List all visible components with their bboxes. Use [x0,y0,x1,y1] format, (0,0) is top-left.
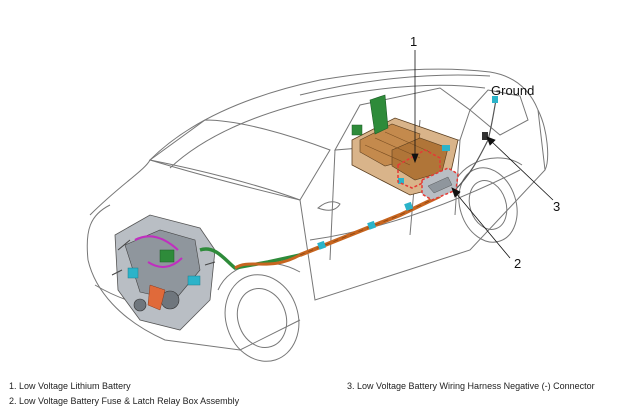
legend-item-1: 1. Low Voltage Lithium Battery [9,381,131,391]
engine-assembly [111,214,216,331]
cable-harness [199,96,498,270]
legend-item-3: 3. Low Voltage Battery Wiring Harness Ne… [347,381,595,391]
legend-item-2: 2. Low Voltage Battery Fuse & Latch Rela… [9,396,240,406]
callout-2: 2 [514,256,522,271]
callout-1: 1 [410,34,418,49]
leader-lines [411,50,554,259]
battery-pack [351,94,459,201]
callout-ground: Ground [491,83,535,98]
callout-3: 3 [553,199,561,214]
